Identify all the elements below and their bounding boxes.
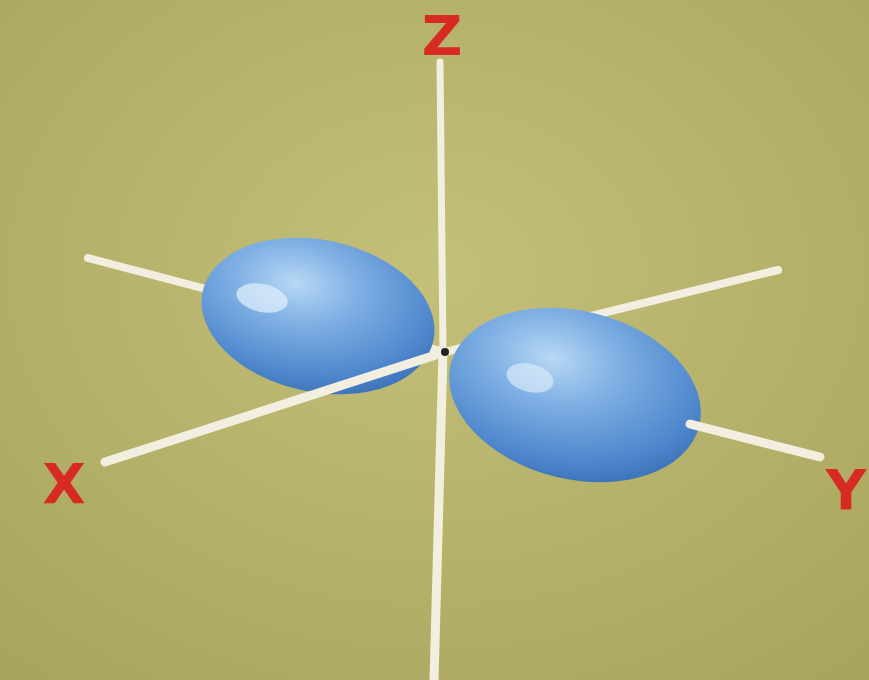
origin xyxy=(441,348,449,356)
axis-label: Z xyxy=(422,8,463,64)
y-axis-stick xyxy=(690,424,820,457)
z-axis-stick xyxy=(440,62,443,352)
orbital-lobe xyxy=(430,283,719,508)
z-axis-stick xyxy=(434,352,443,680)
x-axis-stick xyxy=(105,352,445,462)
highlight xyxy=(503,359,556,398)
axis-label: Y xyxy=(826,462,867,518)
axis-label: X xyxy=(42,456,85,512)
highlight xyxy=(234,279,291,317)
orbital-lobe xyxy=(187,217,449,415)
